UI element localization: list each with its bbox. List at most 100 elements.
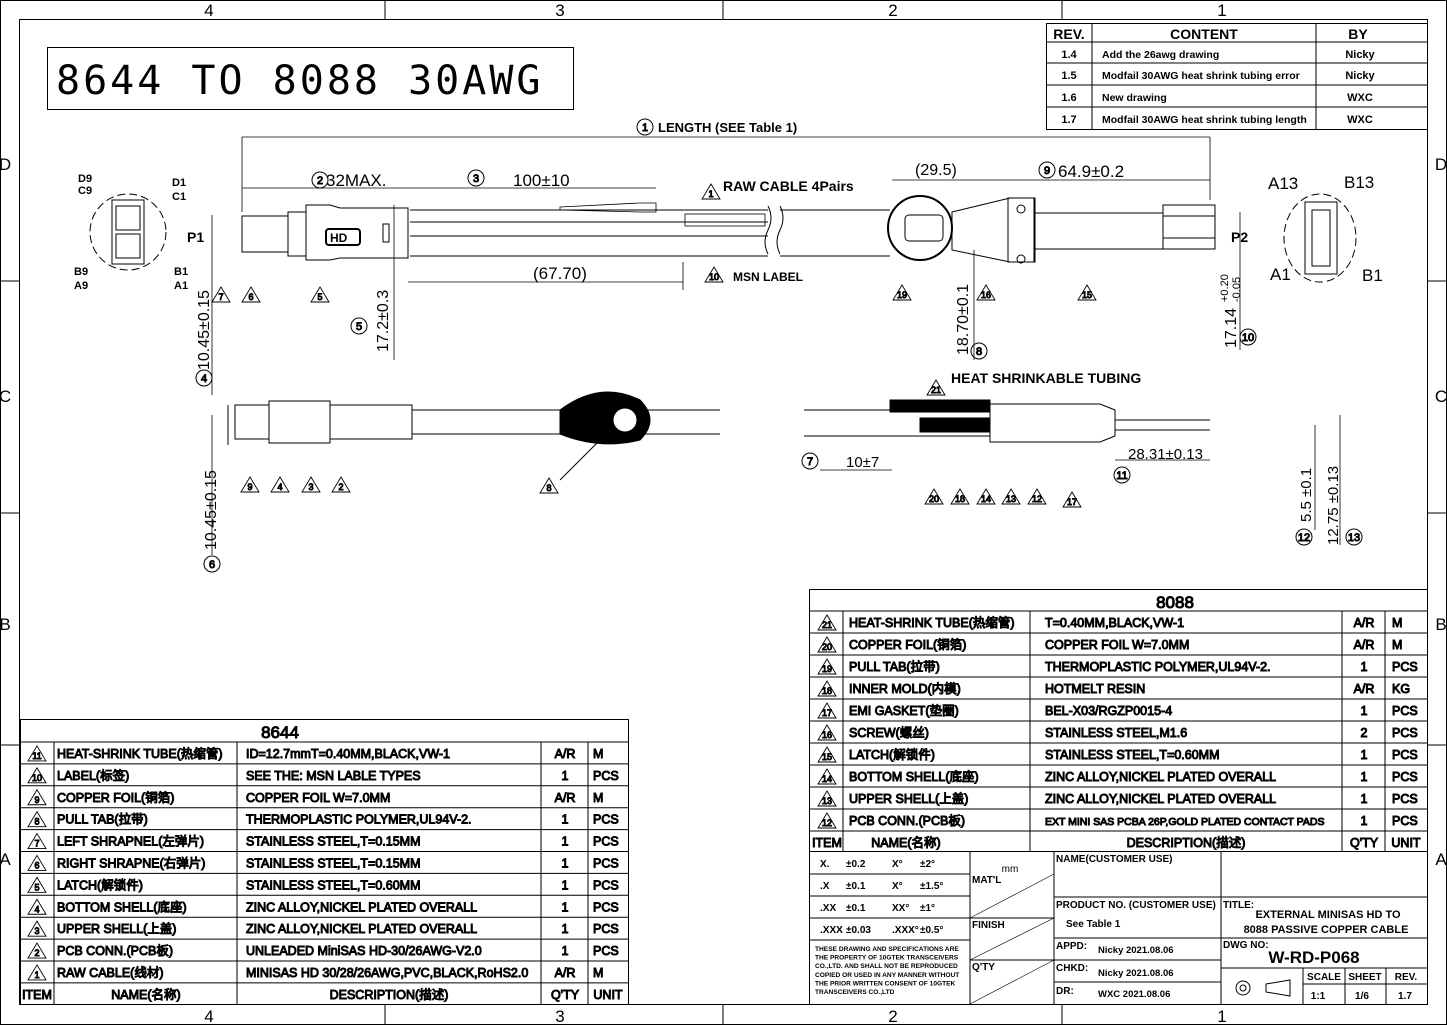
circle-balloon-number: 10 (1242, 332, 1254, 344)
bom-footer-description: DESCRIPTION(描述) (1127, 836, 1246, 850)
rev-author: WXC (1347, 114, 1373, 126)
rev-author: Nicky (1345, 49, 1375, 61)
bom-item-balloon-number: 8 (34, 817, 39, 827)
bom-item-name: COPPER FOIL(铜箔) (57, 790, 174, 805)
bom-item-unit: PCS (1392, 770, 1418, 784)
circle-balloon-number: 3 (473, 173, 479, 185)
triangle-balloon: 7 (211, 286, 231, 303)
copyright-notice: THE PRIOR WRITTEN CONSENT OF 10GTEK (815, 980, 956, 987)
tolerance-angle-label: XX° (892, 903, 909, 914)
zone-bottom-3: 3 (555, 1007, 564, 1025)
p1-label: P1 (187, 229, 204, 245)
bom-item-qty: 1 (1361, 814, 1368, 828)
title-label: TITLE: (1223, 900, 1254, 911)
bom-item-name: UPPER SHELL(上盖) (57, 922, 176, 936)
bom-item-qty: 1 (562, 813, 569, 827)
triangle-balloon: 3 (301, 476, 321, 493)
bom-item-name: PCB CONN.(PCB板) (849, 814, 965, 828)
triangle-balloon: 14 (976, 488, 996, 505)
rev-author: WXC (1347, 92, 1373, 104)
bom-item-name: BOTTOM SHELL(底座) (849, 769, 979, 784)
sheet-label: SHEET (1348, 972, 1381, 983)
triangle-balloon: 19 (892, 284, 912, 301)
circle-balloon-number: 1 (642, 122, 648, 134)
bom-item-unit: PCS (1392, 748, 1418, 762)
pin-right-a1: A1 (1270, 265, 1291, 284)
circle-balloon: 9 (1038, 161, 1056, 179)
bom-item-balloon: 8 (27, 810, 47, 827)
dim-7-callout: 10±7 (846, 454, 879, 471)
tolerance-linear-label: .X (820, 881, 830, 892)
rev-author: Nicky (1345, 70, 1375, 82)
bom-item-name: HEAT-SHRINK TUBE(热缩管) (849, 615, 1015, 630)
rev-number: 1.4 (1061, 49, 1077, 61)
checked-label: CHKD: (1056, 963, 1088, 974)
dim-10-tol-up: +0.20 (1219, 274, 1231, 302)
tolerance-linear-label: X. (820, 859, 830, 870)
copyright-notice: CO.,LTD. AND SHALL NOT BE REPRODUCED (815, 963, 958, 970)
bom-item-balloon-number: 17 (822, 708, 832, 718)
revision-table (1046, 23, 1428, 130)
dim-67-callout: (67.70) (533, 264, 587, 283)
bom-item-qty: 1 (1361, 704, 1368, 718)
dwg-no-value: W-RD-P068 (1268, 948, 1359, 967)
bom-item-balloon: 15 (817, 746, 837, 763)
triangle-balloon: 10 (704, 266, 724, 283)
bom-item-unit: PCS (1392, 704, 1418, 718)
bom-item-unit: PCS (593, 769, 619, 783)
bom-item-balloon: 18 (817, 680, 837, 697)
bom-item-name: COPPER FOIL(铜箔) (849, 637, 966, 652)
bom-item-qty: A/R (555, 966, 576, 980)
rev-content: Modfail 30AWG heat shrink tubing length (1102, 114, 1307, 126)
bom-item-balloon-number: 21 (822, 620, 832, 630)
bom-footer-qty: Q'TY (1350, 836, 1379, 850)
triangle-balloon: 20 (924, 488, 944, 505)
dimension-callouts: LENGTH (SEE Table 1) 32MAX. 100±10 (67.7… (74, 120, 1383, 550)
triangle-balloon: 15 (1077, 284, 1097, 301)
bom-footer-name: NAME(名称) (111, 987, 180, 1002)
bom-item-qty: A/R (1354, 616, 1375, 630)
bom-item-unit: PCS (593, 944, 619, 958)
bom-item-qty: 1 (562, 878, 569, 892)
bom-item-description: MINISAS HD 30/28/26AWG,PVC,BLACK,RoHS2.0 (246, 966, 528, 980)
rev-number: 1.6 (1061, 92, 1076, 104)
dim-9-callout: 64.9±0.2 (1058, 162, 1124, 181)
circle-balloon-number: 9 (1044, 165, 1050, 177)
bom-item-qty: A/R (555, 747, 576, 761)
triangle-balloon-number: 14 (981, 494, 991, 504)
bom-item-balloon: 19 (817, 658, 837, 675)
bom-item-unit: PCS (1392, 660, 1418, 674)
bom-item-qty: 1 (562, 944, 569, 958)
circle-balloon: 11 (1113, 466, 1131, 484)
drawn-value: WXC 2021.08.06 (1098, 989, 1170, 1000)
triangle-balloon: 9 (240, 476, 260, 493)
raw-cable-callout: RAW CABLE 4Pairs (723, 178, 854, 194)
bom-title: 8644 (261, 723, 299, 742)
length-callout: LENGTH (SEE Table 1) (658, 120, 797, 135)
qty-label: Q'TY (972, 962, 995, 973)
zone-left-b: B (0, 615, 11, 634)
rev-header: REV. (1053, 26, 1084, 42)
bom-item-description: ZINC ALLOY,NICKEL PLATED OVERALL (1045, 792, 1276, 806)
title-box (47, 47, 574, 110)
triangle-balloon: 8 (539, 477, 559, 494)
bom-item-balloon-number: 1 (34, 970, 39, 980)
bom-item-qty: A/R (1354, 682, 1375, 696)
bom-item-qty: 1 (562, 769, 569, 783)
circle-balloon-number: 12 (1298, 532, 1310, 544)
bom-item-name: LABEL(标签) (57, 768, 129, 783)
bom-item-balloon: 6 (27, 854, 47, 871)
dim-5-callout: 17.2±0.3 (375, 290, 392, 352)
bom-item-unit: M (593, 966, 603, 980)
bom-item-description: ID=12.7mmT=0.40MM,BLACK,VW-1 (246, 747, 450, 761)
bom-item-unit: M (593, 791, 603, 805)
dim-10-callout: 17.14 (1223, 308, 1240, 348)
bom-item-balloon-number: 14 (822, 774, 832, 784)
bom-item-description: THERMOPLASTIC POLYMER,UL94V-2. (1045, 660, 1271, 674)
triangle-balloon: 4 (270, 476, 290, 493)
copyright-notice: THESE DRAWING AND SPECIFICATIONS ARE (815, 946, 959, 953)
zone-right-d: D (1435, 155, 1447, 174)
